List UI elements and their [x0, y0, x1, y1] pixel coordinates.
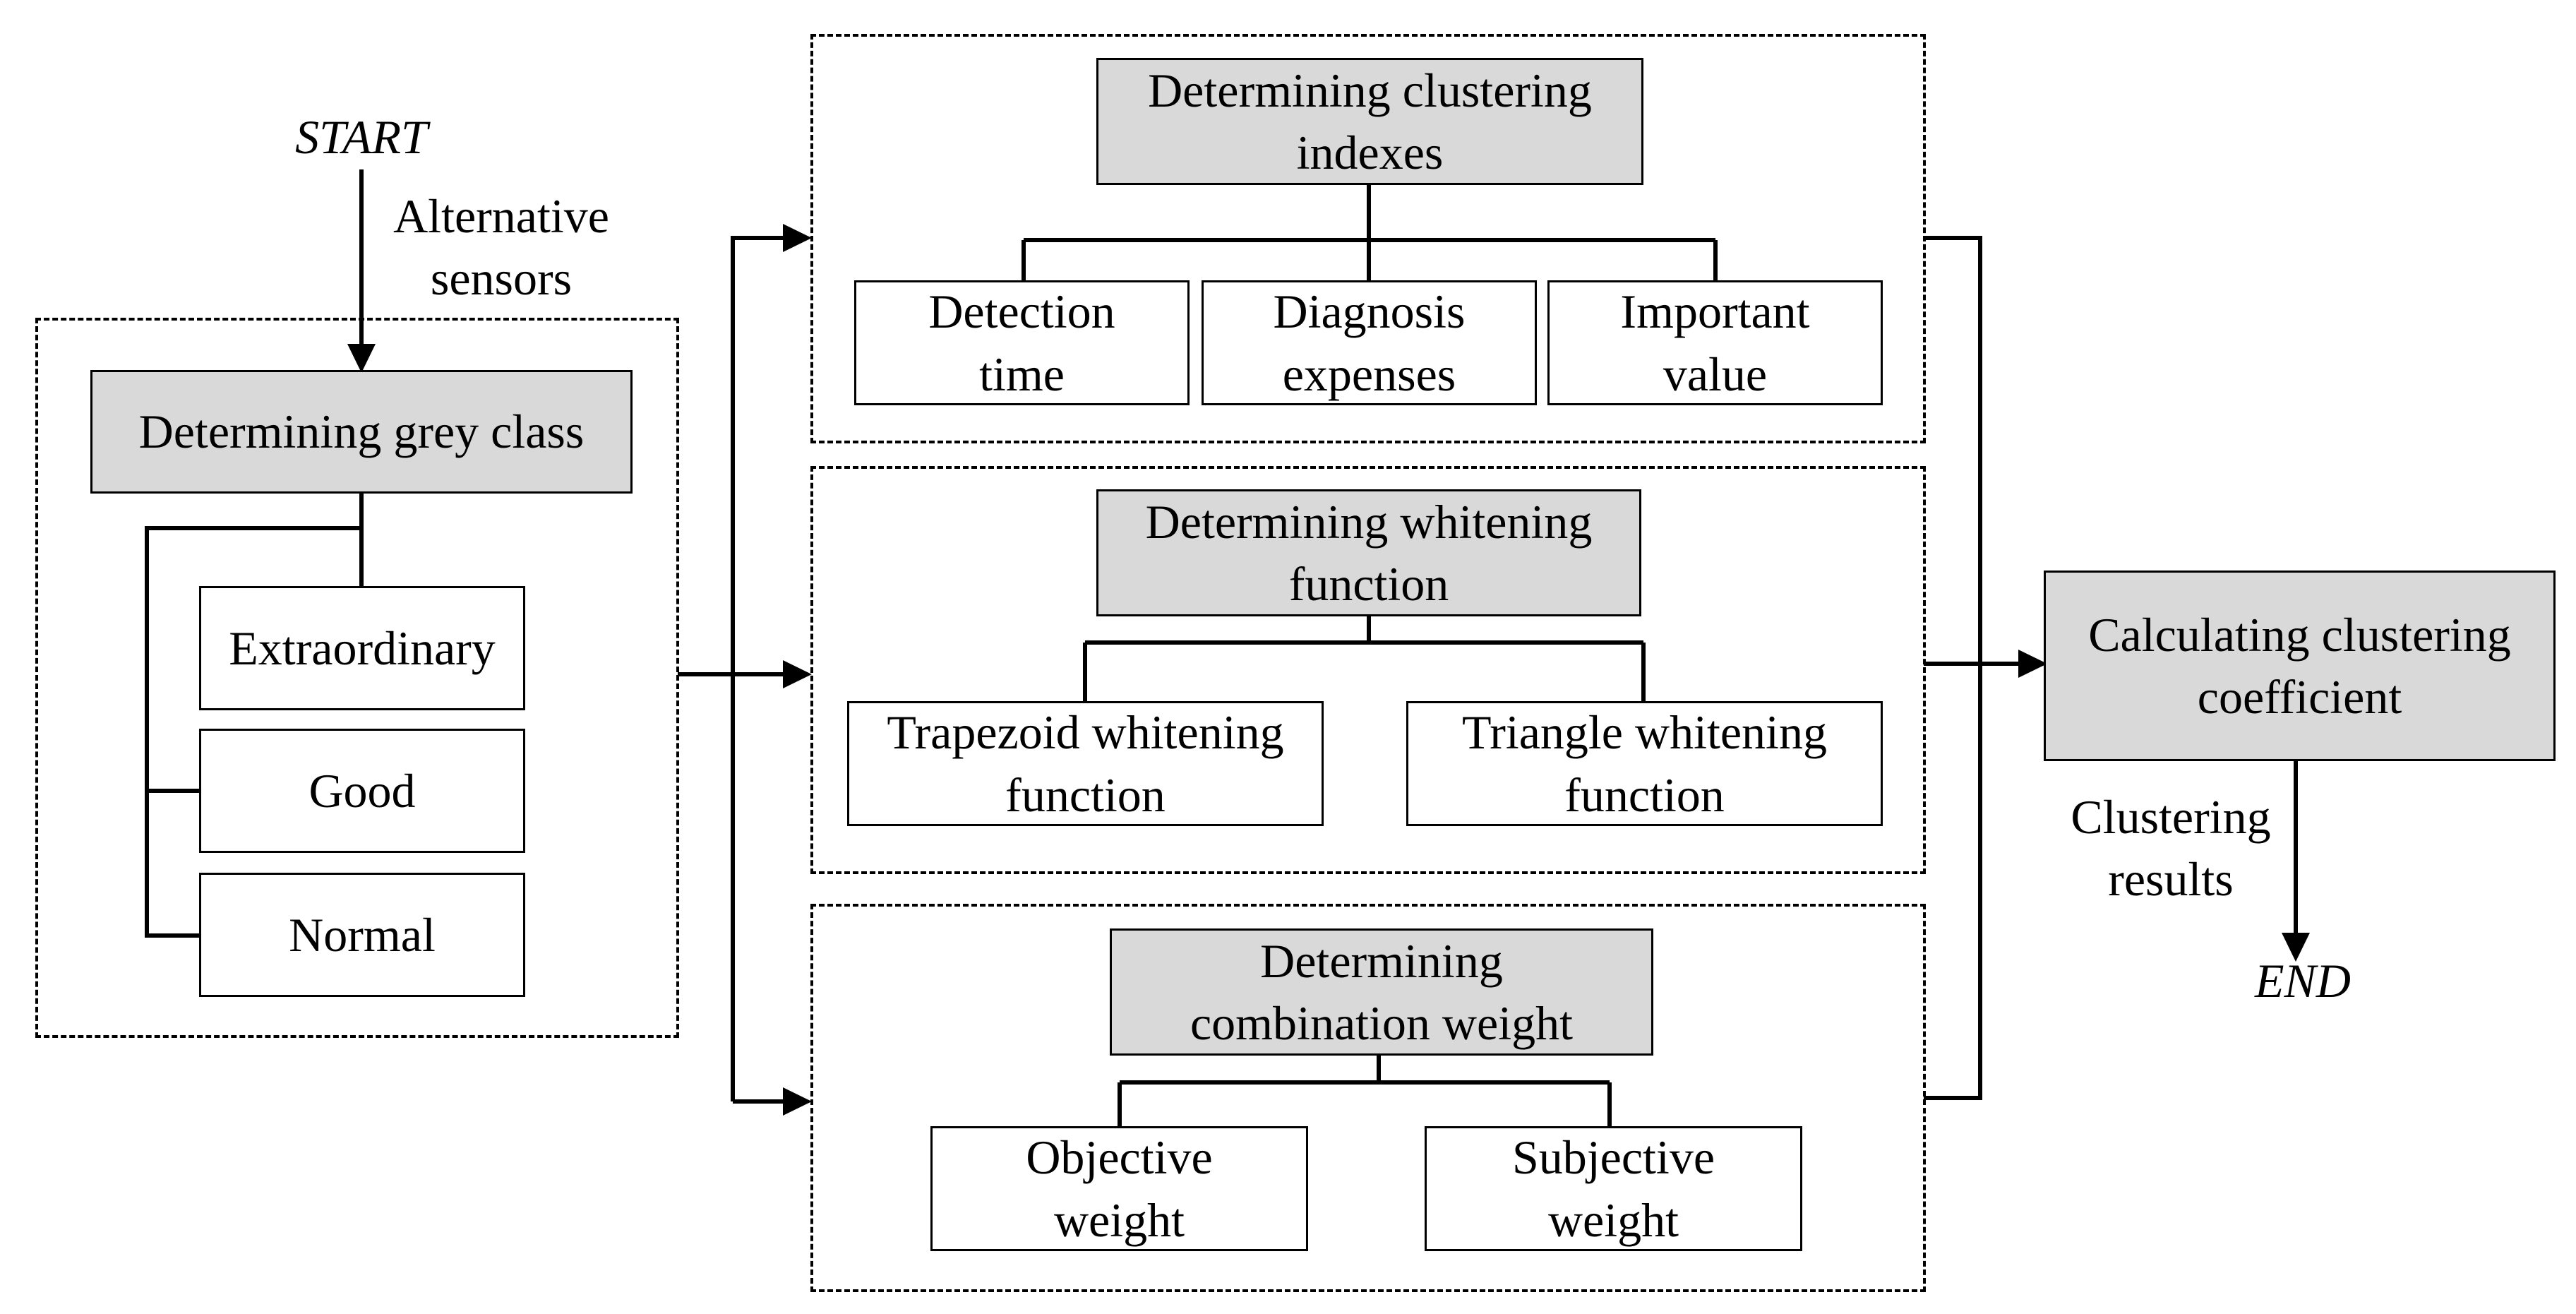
grey-class-header: Determining grey class — [90, 370, 633, 494]
merge-bracket — [1924, 236, 1982, 1100]
clustering-indexes-header: Determining clustering indexes — [1096, 58, 1643, 185]
grey-class-bracket — [145, 492, 364, 938]
index-detection-time: Detection time — [854, 280, 1190, 405]
split-arrow-top — [731, 236, 798, 1101]
grey-class-group — [35, 318, 679, 1038]
grey-class-item-normal: Normal — [199, 873, 525, 997]
clustering-indexes-group — [810, 34, 1926, 443]
whitening-function-group — [810, 466, 1926, 874]
trapezoid-whitening-function: Trapezoid whitening function — [847, 701, 1324, 826]
index-important-value: Important value — [1547, 280, 1883, 405]
middle-arrowhead — [783, 660, 812, 688]
subjective-weight: Subjective weight — [1425, 1126, 1802, 1251]
bottom-arrowhead — [783, 1087, 812, 1116]
start-label: START — [295, 110, 428, 164]
clustering-coefficient-box: Calculating clustering coefficient — [2044, 571, 2556, 761]
grey-class-item-extraordinary: Extraordinary — [199, 586, 525, 710]
clustering-results-label: Clustering results — [2071, 790, 2271, 907]
objective-weight: Objective weight — [930, 1126, 1308, 1251]
top-arrowhead — [783, 224, 812, 252]
end-label: END — [2255, 954, 2351, 1008]
start-arrowhead — [347, 344, 376, 373]
whitening-function-header: Determining whitening function — [1096, 489, 1641, 616]
alternative-sensors-label: Alternative sensors — [393, 189, 609, 306]
triangle-whitening-function: Triangle whitening function — [1406, 701, 1883, 826]
grey-class-item-good: Good — [199, 729, 525, 853]
combination-weight-header: Determining combination weight — [1110, 928, 1653, 1056]
end-arrowhead — [2282, 933, 2310, 962]
merge-arrowhead — [2018, 650, 2047, 678]
index-diagnosis-expenses: Diagnosis expenses — [1202, 280, 1537, 405]
combination-weight-group — [810, 904, 1926, 1292]
